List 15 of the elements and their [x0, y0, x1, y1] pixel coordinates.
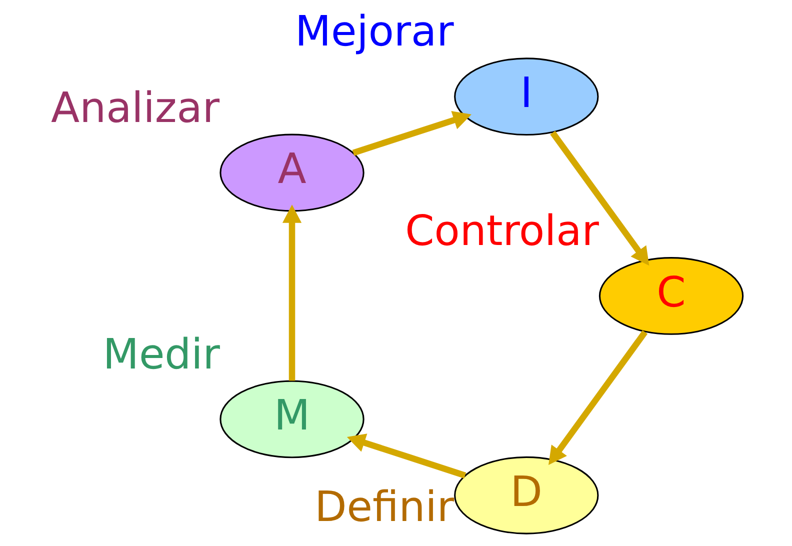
- node-ellipse: D: [454, 456, 598, 534]
- arrow: [282, 204, 302, 381]
- node-ellipse: I: [454, 58, 598, 136]
- arrow: [550, 130, 649, 266]
- arrow: [352, 110, 471, 156]
- node-ellipse: M: [219, 380, 364, 458]
- arrow: [346, 434, 466, 478]
- node-ellipse: A: [219, 134, 364, 212]
- node-ellipse: C: [598, 257, 744, 335]
- node-label: Analizar: [50, 82, 220, 132]
- node-label: Medir: [102, 329, 220, 378]
- arrow: [548, 330, 648, 465]
- node-label: Mejorar: [294, 6, 454, 56]
- node-label: Controlar: [404, 206, 598, 256]
- node-label: Definir: [314, 482, 454, 532]
